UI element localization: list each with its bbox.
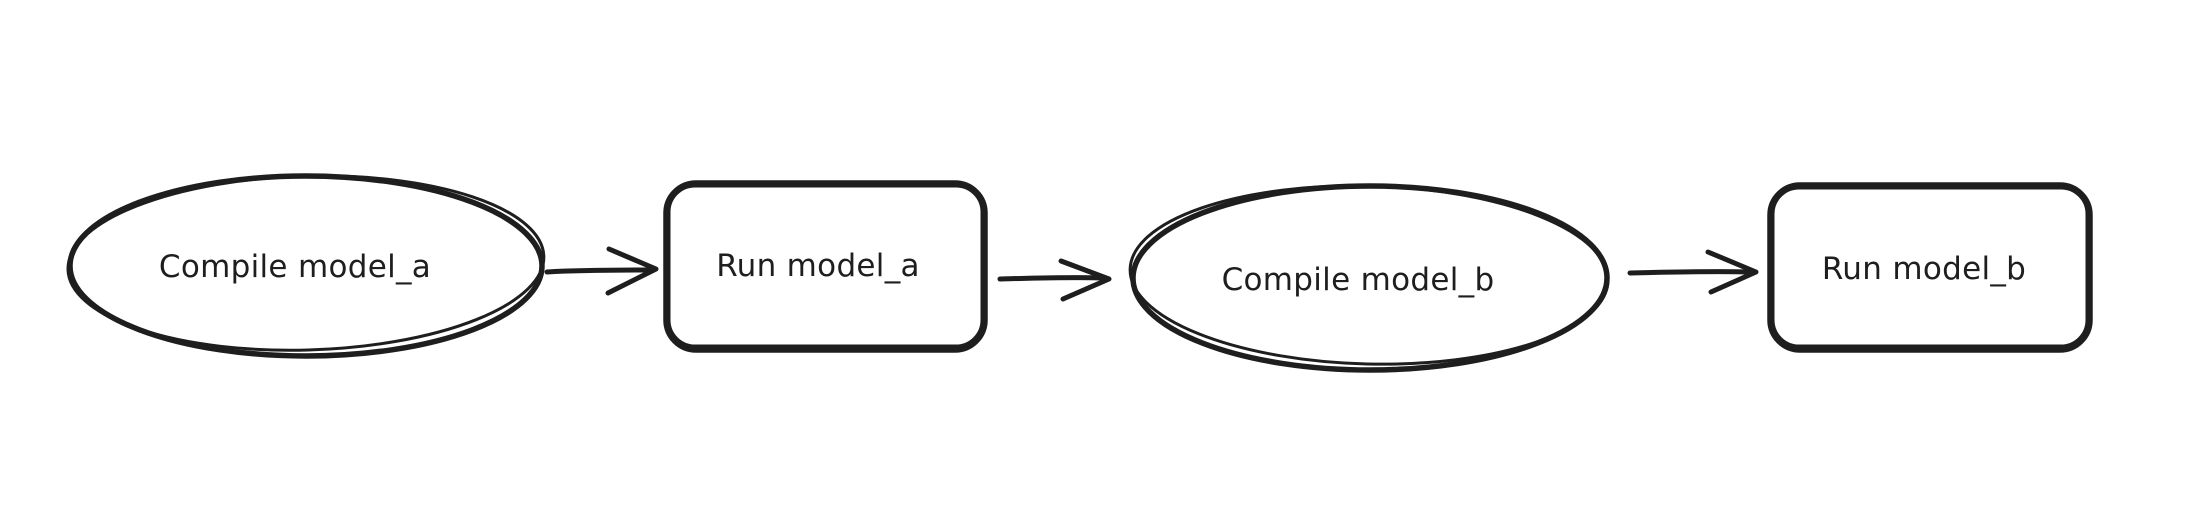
- arrow-shaft: [1627, 269, 1753, 276]
- arrow-run-a-to-compile-b: [997, 258, 1112, 302]
- arrow-head: [605, 246, 659, 296]
- node-label-run-model-b: Run model_b: [1821, 251, 2027, 287]
- node-compile-model-b: [1128, 183, 1610, 373]
- node-compile-model-a: [66, 173, 546, 359]
- node-label-run-model-a: Run model_a: [716, 248, 920, 284]
- ellipse-compile-model-a-sketch: [66, 174, 546, 352]
- node-label-compile-model-b: Compile model_b: [1221, 262, 1495, 298]
- arrow-head: [1705, 249, 1759, 295]
- rect-run-model-a: [663, 180, 988, 353]
- arrow-shaft: [544, 267, 652, 275]
- node-run-model-a: [663, 180, 988, 353]
- arrow-compile-a-to-run-a: [544, 246, 659, 296]
- rect-run-model-a-sketch: [667, 184, 984, 348]
- arrow-compile-b-to-run-b: [1627, 249, 1759, 295]
- arrow-shaft: [997, 275, 1107, 282]
- arrow-head: [1058, 258, 1112, 302]
- rect-run-model-b: [1767, 182, 2093, 353]
- node-run-model-b: [1767, 182, 2093, 353]
- ellipse-compile-model-b-sketch: [1128, 184, 1610, 366]
- node-label-compile-model-a: Compile model_a: [158, 249, 432, 285]
- rect-run-model-b-sketch: [1771, 186, 2089, 348]
